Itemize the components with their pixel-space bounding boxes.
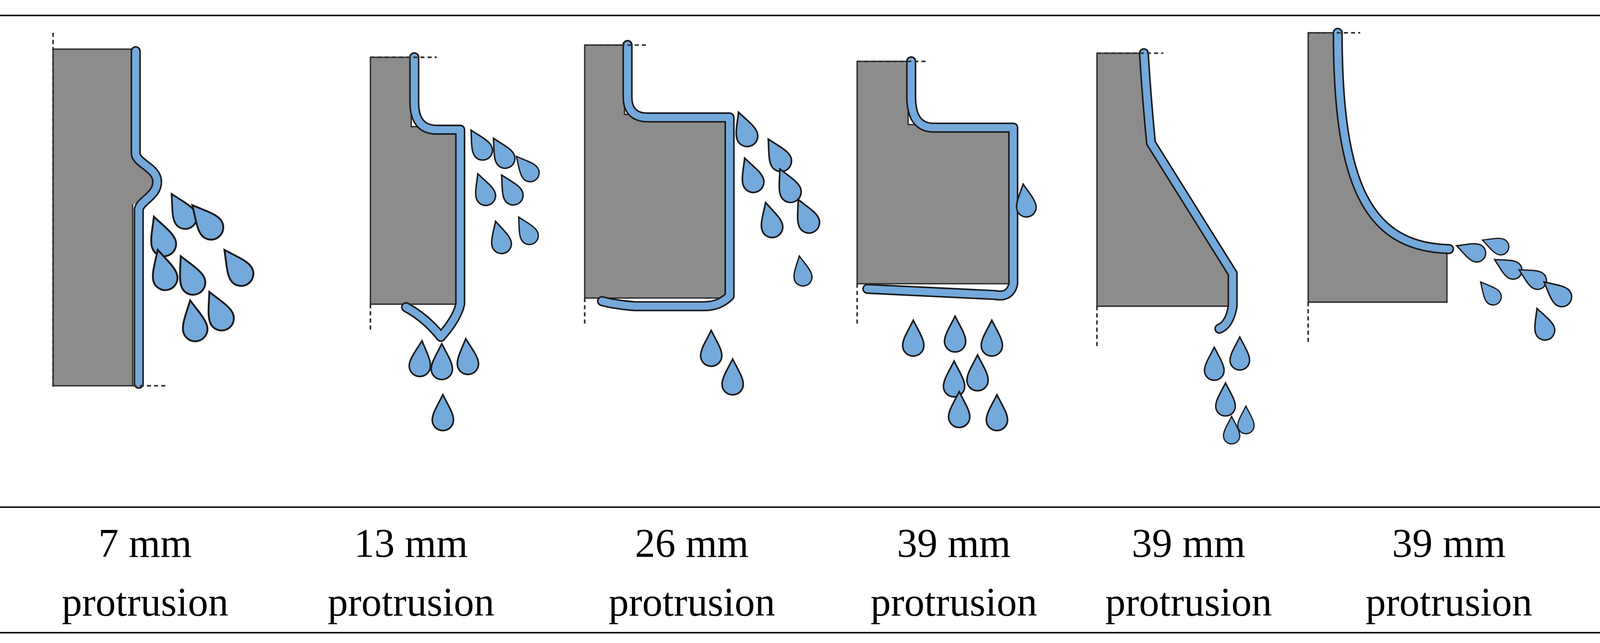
- protrusion-label: 13 mm protrusion: [295, 513, 527, 632]
- protrusion-label: 39 mm protrusion: [1333, 513, 1565, 632]
- droplets: [1453, 232, 1576, 344]
- droplets: [142, 188, 259, 344]
- wall-26mm: [584, 45, 823, 396]
- wall-39mm-curved: [1308, 32, 1576, 344]
- wall-7mm: [52, 32, 259, 388]
- droplets: [408, 125, 543, 431]
- protrusion-label: 26 mm protrusion: [576, 513, 808, 632]
- droplets: [902, 182, 1038, 431]
- droplets: [1204, 337, 1254, 445]
- wall-13mm: [370, 57, 543, 431]
- wall-39mm-square: [856, 61, 1038, 431]
- protrusion-label: 39 mm protrusion: [1073, 513, 1304, 632]
- protrusion-label: 39 mm protrusion: [838, 513, 1070, 632]
- droplets: [700, 108, 824, 396]
- wall-39mm-chamfer: [1096, 53, 1254, 445]
- protrusion-label: 7 mm protrusion: [29, 513, 261, 632]
- table-rules: [0, 15, 1600, 633]
